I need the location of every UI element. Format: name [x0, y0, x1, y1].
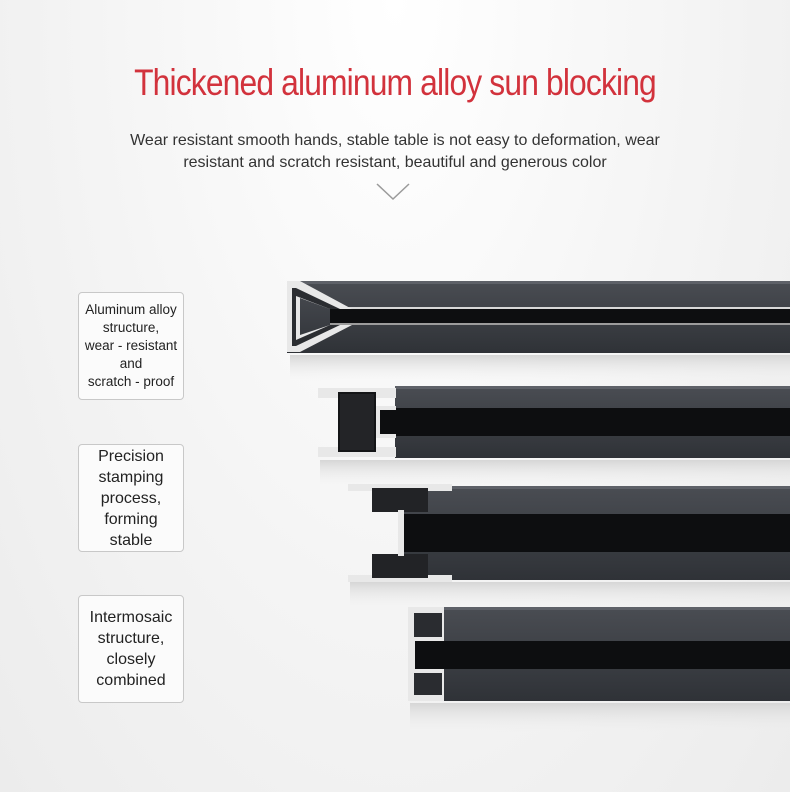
feature-2-line-3: process, — [100, 489, 162, 507]
feature-3-line-1: Intermosaic — [89, 609, 173, 626]
feature-1-line-2: structure, — [102, 320, 160, 335]
profile-4 — [408, 607, 790, 733]
feature-box-intermosaic: Intermosaic structure, closely combined — [78, 595, 184, 703]
subtitle-line-1: Wear resistant smooth hands, stable tabl… — [130, 132, 660, 149]
feature-box-precision-stamping: Precision stamping process, forming stab… — [78, 444, 184, 552]
feature-1-line-1: Aluminum alloy — [85, 302, 177, 317]
feature-2-line-4: forming stable — [104, 510, 158, 549]
profile-2 — [318, 386, 790, 486]
profile-1 — [287, 281, 790, 381]
profile-3 — [348, 484, 790, 608]
feature-3-line-4: combined — [96, 672, 166, 689]
feature-3-line-3: closely — [106, 651, 156, 668]
page-subtitle: Wear resistant smooth hands, stable tabl… — [95, 130, 695, 174]
feature-3-line-2: structure, — [97, 630, 165, 647]
feature-1-line-3: wear - resistant — [84, 338, 178, 353]
feature-box-aluminum-alloy: Aluminum alloy structure, wear - resista… — [78, 292, 184, 400]
feature-2-line-2: stamping — [98, 468, 164, 486]
subtitle-line-2: resistant and scratch resistant, beautif… — [183, 154, 607, 171]
feature-1-line-4: and — [119, 356, 143, 371]
feature-1-line-5: scratch - proof — [87, 374, 175, 389]
chevron-down-icon — [376, 183, 410, 201]
feature-2-line-1: Precision — [98, 447, 164, 465]
page-title: Thickened aluminum alloy sun blocking — [134, 62, 657, 103]
